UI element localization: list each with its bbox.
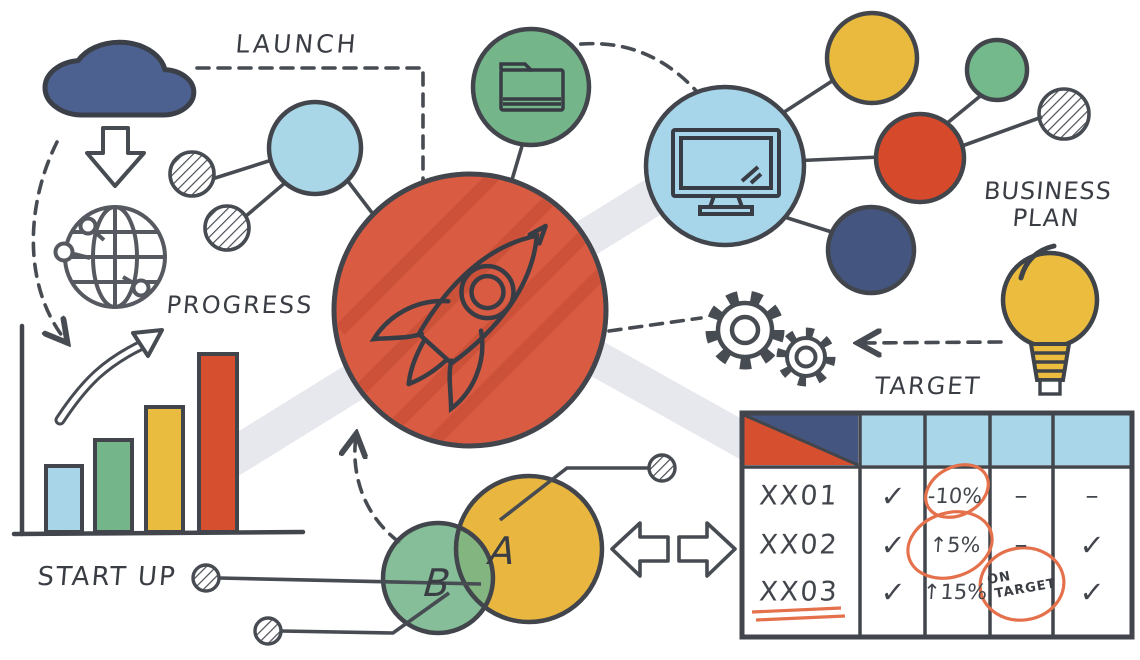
start-up-label: START UP [36,562,178,592]
hatched-dot [647,453,677,483]
dashed-arrow-to-chart [31,140,66,341]
bar-4-red [197,352,239,534]
rocket-to-gears-dashed [607,316,703,333]
table-cell-dash: – [1013,530,1029,560]
launch-label: LAUNCH [234,29,360,59]
table-cell-check: ✓ [1078,575,1106,609]
venn-to-rocket-dashed-arrow [355,436,401,544]
business-plan-label-line1: BUSINESS [982,177,1114,205]
table-cell-check: ✓ [879,528,907,562]
blue-node [266,99,364,197]
hatched-dot [253,616,283,646]
table-cell-check: ✓ [879,479,907,513]
launch-dashed-connector [195,66,425,214]
pointer-line-startup [218,576,482,586]
table-cell-percent: ↑5% [928,533,982,557]
hatched-node [1037,87,1091,141]
right-block-arrow [677,521,737,578]
hatched-dot [191,563,221,593]
light-bulb-icon [1000,243,1100,396]
underline-xx03 [755,614,846,622]
ribbon-rocket-to-table [576,336,766,464]
plan-node-yellow [824,10,920,106]
table-cell-dash: – [1013,481,1029,511]
left-right-block-arrows [610,521,737,578]
circle-annotation-on-target [978,546,1066,622]
table-row-label: XX03 [758,576,840,608]
rocket-node [331,171,609,449]
network-globe-icon [53,205,167,309]
table-cell-dash: – [1084,481,1100,511]
hatched-node [203,204,251,252]
bar-3-yellow [144,405,185,534]
monitor-node [643,84,807,248]
table-row-label: XX02 [758,529,840,561]
curved-growth-arrow-icon [54,328,164,426]
orange-annotations [751,463,1066,622]
business-plan-label-line2: PLAN [1011,204,1081,232]
header-blue-cells [860,415,1130,465]
computer-monitor-icon [671,128,781,216]
table-cell-percent: ↑15% [922,580,988,604]
progress-label: PROGRESS [165,291,315,319]
circle-annotation-up5 [906,510,994,580]
table-cell-check: ✓ [879,575,907,609]
target-label: TARGET [873,372,983,400]
table-cell-percent: -10% [927,484,983,508]
folder-icon [499,62,565,112]
plan-node-green [964,37,1030,103]
venn-diagram [191,453,677,646]
business-plan-mindmap [643,10,1091,296]
rocket-icon [369,223,548,414]
hatched-node [168,150,216,198]
progress-bar-chart [11,323,306,537]
sketch-streaks [337,177,603,443]
venn-label-b: B [422,561,452,605]
underline-xx03 [751,606,842,614]
plan-node-navy [825,204,917,296]
bulb-to-gears-dashed-arrow [860,342,1003,343]
gears-icon [705,290,836,387]
bar-2-green [93,438,134,534]
table-cell-check: ✓ [1078,528,1106,562]
bar-1-blue [44,464,84,534]
pointer-line-a [498,466,649,522]
plan-node-red [873,111,967,205]
down-arrow-icon [85,126,146,188]
mindmap-left [168,99,394,252]
venn-label-a: A [487,529,517,573]
kpi-table [739,410,1135,640]
cloud-icon [45,42,194,115]
venn-circle-b [383,523,493,633]
left-block-arrow [610,521,670,578]
table-border [739,410,1135,640]
table-row-label: XX01 [758,480,840,512]
pointer-line-b [280,591,451,635]
